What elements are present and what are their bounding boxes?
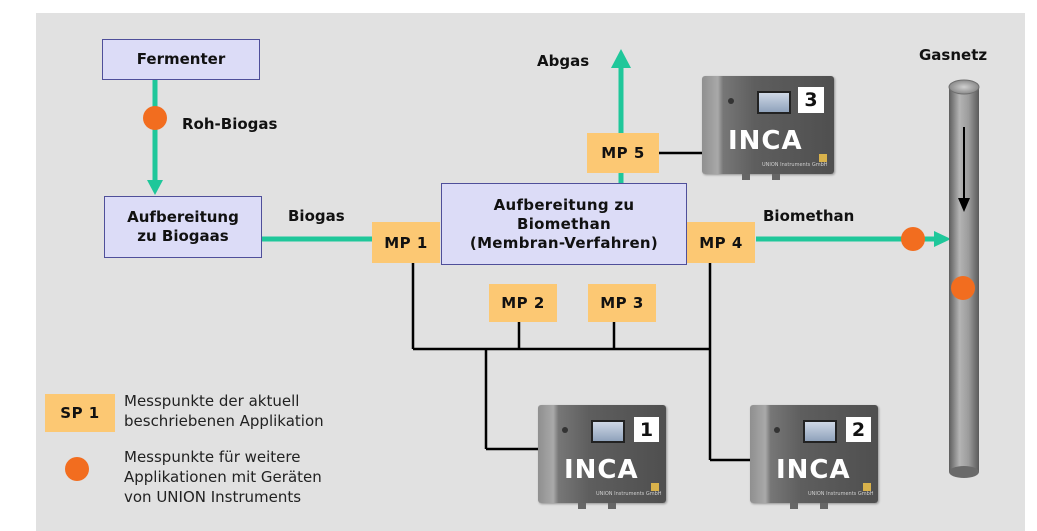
device-number-badge: 2 [846,417,871,442]
measuring-dots [65,106,975,481]
aufbereitung-biogas-box: Aufbereitung zu Biogaas [104,196,262,258]
dot-roh-biogas [143,106,167,130]
legend-dot-text: Messpunkte für weitere Applikationen mit… [124,447,322,507]
legend-dot-text-line3: von UNION Instruments [124,488,302,506]
aufbereitung-biogas-line2: zu Biogaas [137,227,229,245]
device-name: INCA [564,455,639,485]
legend-dot-text-line1: Messpunkte für weitere [124,448,301,466]
aufbereitung-biogas-line1: Aufbereitung [127,208,239,226]
fermenter-label: Fermenter [136,50,226,68]
aufbereitung-biomethan-box: Aufbereitung zu Biomethan (Membran-Verfa… [441,183,687,265]
legend-sp-text: Messpunkte der aktuell beschriebenen App… [124,391,324,431]
device-name: INCA [776,455,851,485]
measuring-point-mp1: MP 1 [372,222,440,263]
device-manufacturer: UNION Instruments GmbH [596,491,662,497]
legend-dot-text-line2: Applikationen mit Geräten [124,468,322,486]
inca-device-2: 2 INCA UNION Instruments GmbH [750,405,878,509]
label-gasnetz: Gasnetz [919,46,988,64]
legend-sp-text-line2: beschriebenen Applikation [124,412,324,430]
label-roh-biogas: Roh-Biogas [182,115,278,133]
inca-device-1: 1 INCA UNION Instruments GmbH [538,405,666,509]
aufbereitung-biomethan-line1: Aufbereitung zu [493,195,635,214]
signal-lines [411,151,750,462]
device-display [591,420,625,443]
dot-biomethan [901,227,925,251]
device-display [757,91,791,114]
aufbereitung-biomethan-line3: (Membran-Verfahren) [469,233,659,252]
legend-dot [65,457,89,481]
legend-sp-text-line1: Messpunkte der aktuell [124,392,300,410]
arrowhead-down [147,180,163,195]
device-display [803,420,837,443]
measuring-point-mp5: MP 5 [587,133,659,173]
fermenter-box: Fermenter [102,39,260,80]
aufbereitung-biomethan-line2: Biomethan [516,214,612,233]
label-biogas: Biogas [288,207,345,225]
device-number-badge: 3 [798,87,824,113]
label-biomethan: Biomethan [763,207,855,225]
measuring-point-mp3: MP 3 [588,284,656,322]
measuring-point-mp2: MP 2 [489,284,557,322]
device-number-badge: 1 [634,417,659,442]
inca-device-3: 3 INCA UNION Instruments GmbH [702,76,834,180]
device-manufacturer: UNION Instruments GmbH [808,491,874,497]
label-abgas: Abgas [537,52,590,70]
measuring-point-mp4: MP 4 [687,222,755,263]
arrowhead-up [611,49,631,68]
legend-sp-badge: SP 1 [45,394,115,432]
device-name: INCA [728,126,803,156]
device-manufacturer: UNION Instruments GmbH [762,162,828,168]
arrowhead-right [934,231,951,247]
dot-gasnetz [951,276,975,300]
